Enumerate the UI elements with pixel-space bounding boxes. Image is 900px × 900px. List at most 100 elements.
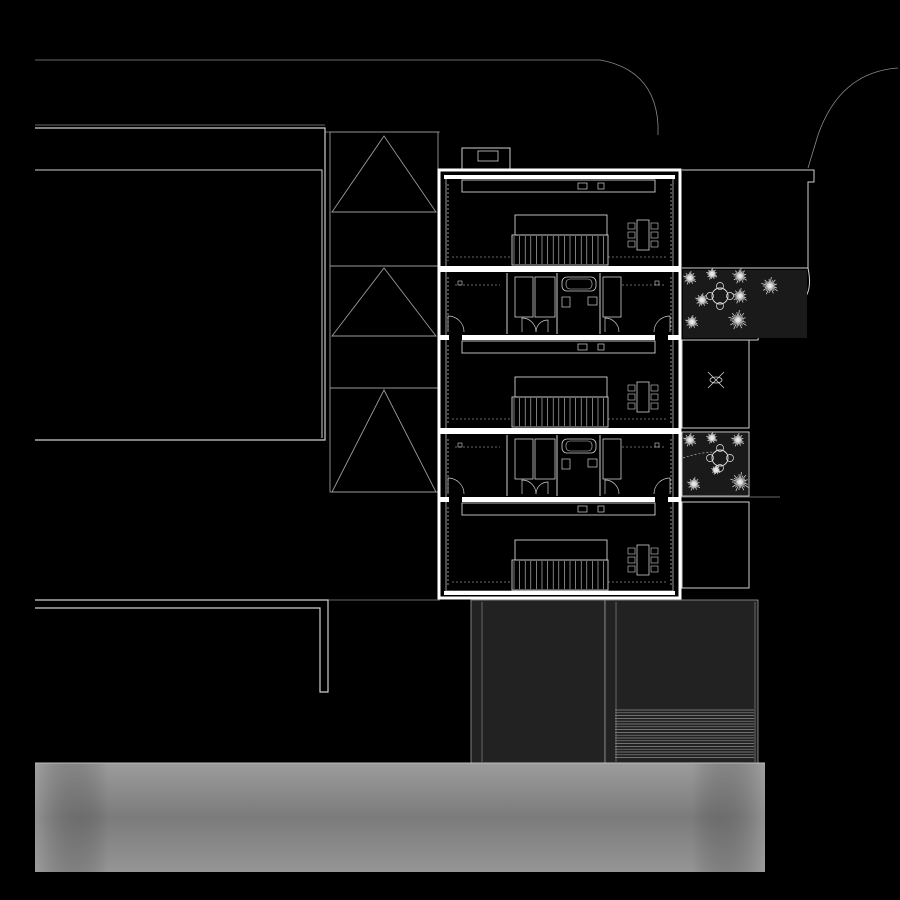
floor-3-living (447, 340, 672, 428)
slab-right-2 (668, 497, 680, 502)
chair (650, 547, 659, 555)
neighbour-lower-wall (35, 599, 329, 693)
balcony-bottom (681, 501, 750, 589)
chair (627, 565, 636, 573)
door-swing (653, 477, 671, 495)
floor-slab-2 (462, 335, 655, 340)
balcony-furniture (707, 371, 725, 389)
bathtub-inner (565, 278, 593, 290)
floor-4-bedrooms (447, 435, 672, 496)
slab-right-1 (668, 335, 680, 340)
kitchen-counter (461, 179, 656, 193)
chair (650, 222, 659, 230)
wardrobe (602, 276, 622, 318)
shrub-12 (687, 477, 701, 491)
shrub-4 (695, 293, 709, 307)
stair-block (511, 396, 609, 428)
door-swing (521, 317, 537, 333)
chair (627, 393, 636, 401)
shrub-1 (683, 271, 697, 285)
chair (650, 556, 659, 564)
base-block-left (470, 599, 606, 764)
gable-1 (331, 135, 437, 213)
wardrobe (534, 276, 556, 318)
bottom-slab-bar (444, 591, 675, 595)
gable-2 (331, 267, 437, 337)
shrub-7 (728, 310, 747, 330)
street-edge-top (35, 59, 659, 135)
floor-slab-1 (439, 266, 680, 272)
base-blocks (470, 599, 759, 764)
nightstand (654, 442, 660, 448)
chair (650, 231, 659, 239)
dining-table (636, 544, 650, 576)
top-slab-bar (444, 175, 675, 179)
outer-wall (437, 168, 682, 600)
shrub-6 (761, 277, 778, 295)
nightstand (457, 442, 463, 448)
floor-contents (447, 179, 672, 591)
shrub-10 (706, 432, 718, 444)
hob (597, 343, 605, 351)
nightstand (457, 280, 463, 286)
door-swing (447, 477, 465, 495)
planter-path (682, 451, 717, 459)
landscape-plants (682, 268, 778, 492)
chair (650, 565, 659, 573)
planter-lower (681, 431, 750, 497)
bathtub (561, 438, 597, 454)
chair (627, 556, 636, 564)
door-swing (521, 479, 537, 495)
neighbour-inner-top (35, 169, 323, 438)
shrub-2 (706, 268, 718, 280)
stair-block (511, 234, 609, 266)
chair (627, 231, 636, 239)
nightstand (654, 280, 660, 286)
sink (577, 505, 588, 513)
wc (561, 458, 571, 470)
sink (577, 343, 588, 351)
hob (597, 182, 605, 190)
floor-1-living (447, 179, 672, 266)
neighbour-outline (35, 127, 326, 441)
kitchen-counter (461, 340, 656, 354)
chair (627, 384, 636, 392)
terrace-top (682, 169, 815, 269)
wardrobe (514, 276, 534, 318)
dining-table (636, 381, 650, 413)
planter-table-1 (706, 282, 734, 310)
shrub-3 (732, 268, 747, 284)
slab-left-1 (439, 335, 449, 340)
floor-slab-4 (462, 497, 655, 502)
door-swing (535, 319, 549, 333)
floor-5-living (447, 502, 672, 591)
shrub-5 (732, 288, 747, 304)
wardrobe (534, 438, 556, 480)
shrub-8 (685, 315, 699, 329)
basin (587, 296, 598, 306)
kitchen-counter (461, 502, 656, 516)
chair (650, 393, 659, 401)
base-block-right (604, 599, 759, 764)
door-swing (535, 481, 549, 495)
chair (650, 240, 659, 248)
exterior-stairs (615, 709, 754, 758)
chair (650, 384, 659, 392)
stair-block (511, 559, 609, 591)
neighbour-building (35, 127, 329, 693)
slab-left-2 (439, 497, 449, 502)
floor-2-bedrooms (447, 273, 672, 334)
door-swing (604, 479, 620, 495)
floor-slab-3 (439, 428, 680, 434)
wardrobe (602, 438, 622, 480)
shrub-11 (731, 433, 745, 447)
basin (587, 458, 598, 468)
hob (597, 505, 605, 513)
chair (627, 222, 636, 230)
shrub-9 (683, 433, 697, 447)
dining-table (636, 219, 650, 251)
gable-3 (331, 389, 437, 493)
shrub-13 (730, 472, 749, 492)
